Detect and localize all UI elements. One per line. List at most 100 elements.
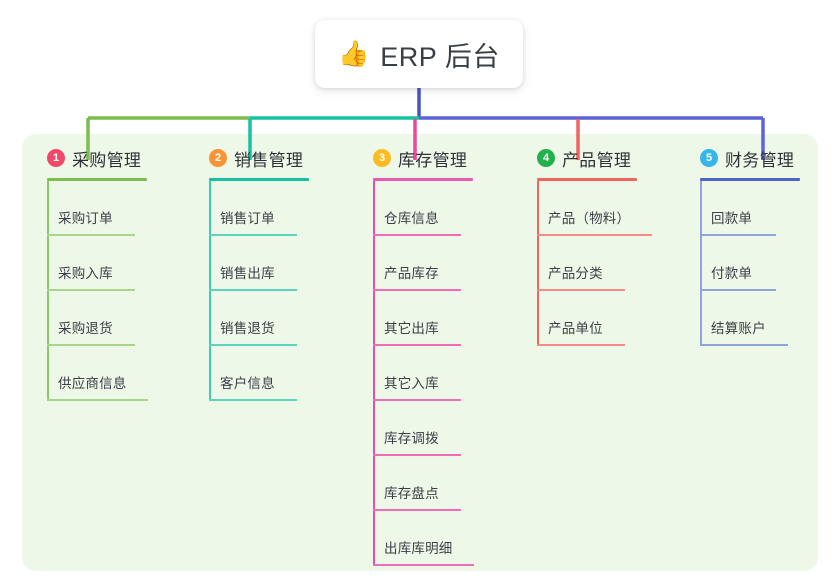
branch-column-4: 4 产品管理产品（物料） 产品分类产品单位 [537, 146, 652, 346]
branch-item-label: 其它出库 [384, 321, 439, 336]
branch-item-rule [373, 289, 461, 291]
branch-item-rule [373, 564, 474, 566]
branch-item[interactable]: 采购退货 [47, 291, 147, 346]
branch-header-rule-4 [537, 178, 637, 181]
branch-item[interactable]: 产品单位 [537, 291, 637, 346]
branch-item[interactable]: 库存盘点 [373, 456, 473, 511]
branch-item-label: 仓库信息 [384, 211, 439, 226]
branch-header-5[interactable]: 5 财务管理 [700, 146, 800, 170]
branch-badge-3: 3 [373, 149, 391, 167]
branch-item-rule [47, 234, 135, 236]
branch-items-4: 产品（物料） 产品分类产品单位 [537, 181, 652, 346]
branch-item-rule [209, 234, 297, 236]
branch-badge-2: 2 [209, 149, 227, 167]
branch-header-rule-2 [209, 178, 309, 181]
branch-item-label: 产品（物料） [548, 211, 631, 226]
branch-item-rule [373, 399, 461, 401]
branch-item-label: 产品库存 [384, 266, 439, 281]
branch-badge-4: 4 [537, 149, 555, 167]
root-title: ERP 后台 [380, 41, 500, 72]
branch-item[interactable]: 其它入库 [373, 346, 473, 401]
branch-item-label: 结算账户 [711, 321, 766, 336]
branches-panel [22, 134, 818, 571]
branch-item-rule [209, 289, 297, 291]
branch-items-2: 销售订单销售出库销售退货客户信息 [209, 181, 309, 401]
branch-item-rule [47, 344, 135, 346]
branch-item-rule [47, 399, 148, 401]
branch-item[interactable]: 销售出库 [209, 236, 309, 291]
branch-item-rule [209, 399, 297, 401]
thumbs-up-icon: 👍 [338, 39, 370, 68]
branch-item[interactable]: 采购入库 [47, 236, 147, 291]
branch-column-5: 5 财务管理回款单付款单结算账户 [700, 146, 800, 346]
branch-spine-2 [209, 181, 211, 401]
branch-item-rule [373, 234, 461, 236]
branch-item[interactable]: 回款单 [700, 181, 800, 236]
branch-item[interactable]: 产品分类 [537, 236, 637, 291]
branch-header-4[interactable]: 4 产品管理 [537, 146, 637, 170]
branch-items-1: 采购订单采购入库采购退货供应商信息 [47, 181, 148, 401]
branch-title-5: 财务管理 [725, 150, 795, 170]
branch-item[interactable]: 库存调拨 [373, 401, 473, 456]
branch-item[interactable]: 采购订单 [47, 181, 147, 236]
branch-item[interactable]: 产品（物料） [537, 181, 652, 236]
branch-item-rule [537, 289, 625, 291]
branch-item-label: 其它入库 [384, 376, 439, 391]
branch-header-3[interactable]: 3 库存管理 [373, 146, 473, 170]
branch-item-label: 销售订单 [220, 211, 275, 226]
branch-badge-5: 5 [700, 149, 718, 167]
branch-item-label: 采购订单 [58, 211, 113, 226]
branch-item[interactable]: 销售订单 [209, 181, 309, 236]
branch-column-3: 3 库存管理仓库信息产品库存其它出库其它入库库存调拨库存盘点出库库明细 [373, 146, 474, 566]
branch-item-label: 产品单位 [548, 321, 603, 336]
branch-spine-5 [700, 181, 702, 346]
branch-item[interactable]: 结算账户 [700, 291, 800, 346]
branch-item[interactable]: 产品库存 [373, 236, 473, 291]
branch-badge-1: 1 [47, 149, 65, 167]
branch-item[interactable]: 仓库信息 [373, 181, 473, 236]
branch-item-label: 产品分类 [548, 266, 603, 281]
branch-item-label: 库存盘点 [384, 486, 439, 501]
branch-item[interactable]: 客户信息 [209, 346, 309, 401]
branch-item-label: 客户信息 [220, 376, 275, 391]
branch-spine-4 [537, 181, 539, 346]
branch-item-rule [47, 289, 135, 291]
branch-item-label: 销售退货 [220, 321, 275, 336]
branch-item-rule [373, 509, 461, 511]
branch-item[interactable]: 出库库明细 [373, 511, 474, 566]
root-node[interactable]: 👍 ERP 后台 [315, 20, 523, 88]
branch-item-label: 回款单 [711, 211, 753, 226]
branch-item[interactable]: 供应商信息 [47, 346, 148, 401]
branch-item-label: 付款单 [711, 266, 753, 281]
root-node-content: 👍 ERP 后台 [338, 35, 500, 74]
branch-title-4: 产品管理 [562, 150, 632, 170]
branch-item-label: 供应商信息 [58, 376, 127, 391]
branch-header-rule-1 [47, 178, 147, 181]
branch-title-1: 采购管理 [72, 150, 142, 170]
branch-item[interactable]: 其它出库 [373, 291, 473, 346]
branch-item-rule [700, 289, 776, 291]
branch-item-label: 销售出库 [220, 266, 275, 281]
branch-items-3: 仓库信息产品库存其它出库其它入库库存调拨库存盘点出库库明细 [373, 181, 474, 566]
branch-column-1: 1 采购管理采购订单采购入库采购退货供应商信息 [47, 146, 148, 401]
branch-header-rule-3 [373, 178, 473, 181]
branch-spine-1 [47, 181, 49, 401]
branch-item[interactable]: 付款单 [700, 236, 800, 291]
branch-header-1[interactable]: 1 采购管理 [47, 146, 147, 170]
branch-title-3: 库存管理 [398, 150, 468, 170]
branch-item-label: 采购入库 [58, 266, 113, 281]
branch-item-label: 库存调拨 [384, 431, 439, 446]
branch-item-rule [373, 454, 461, 456]
branch-item-rule [700, 234, 776, 236]
branch-item-rule [700, 344, 788, 346]
branch-item-rule [209, 344, 297, 346]
branch-item-rule [373, 344, 461, 346]
branch-item-label: 出库库明细 [384, 541, 453, 556]
branch-item-rule [537, 344, 625, 346]
branch-item[interactable]: 销售退货 [209, 291, 309, 346]
branch-items-5: 回款单付款单结算账户 [700, 181, 800, 346]
branch-spine-3 [373, 181, 375, 566]
